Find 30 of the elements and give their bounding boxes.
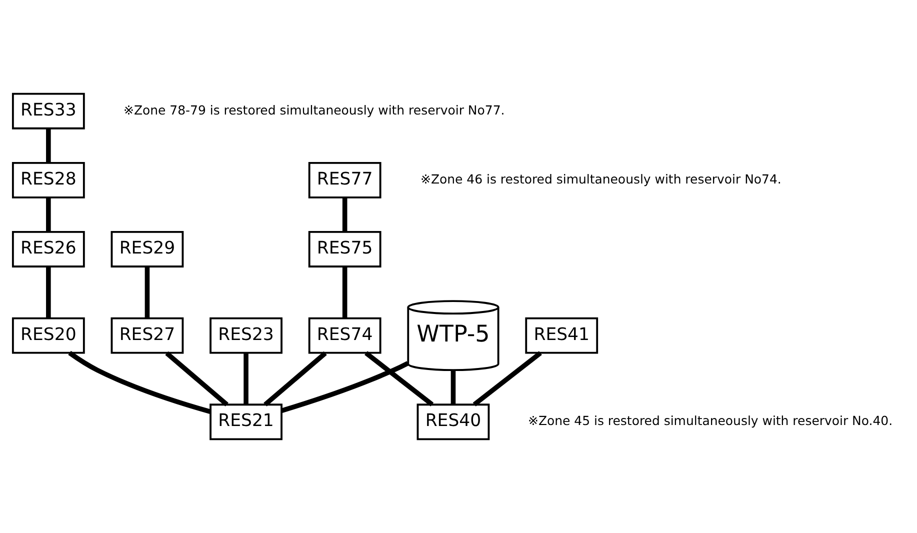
node-box: RES26 xyxy=(12,231,85,268)
node-box: RES74 xyxy=(308,317,382,354)
connector xyxy=(264,351,327,406)
node-box: RES28 xyxy=(12,162,85,198)
label: ※Zone 45 is restored simultaneously with reservoir No.40. xyxy=(528,413,893,428)
connector xyxy=(46,198,51,232)
node-box: RES27 xyxy=(110,317,184,354)
node-box: RES29 xyxy=(110,231,184,268)
connector xyxy=(342,198,348,232)
connector xyxy=(450,370,456,404)
node-box: RES20 xyxy=(12,317,85,354)
connector xyxy=(342,266,348,318)
connector xyxy=(68,350,212,414)
connector xyxy=(144,266,150,318)
connector xyxy=(280,361,409,413)
node-box: RES75 xyxy=(308,231,382,268)
label: ※Zone 46 is restored simultaneously with reservoir No74. xyxy=(420,171,782,186)
node-box: RES41 xyxy=(525,317,598,354)
node-box: RES77 xyxy=(308,162,382,198)
label: ※Zone 78-79 is restored simultaneously with reservoir No77. xyxy=(124,102,505,118)
node-box: RES33 xyxy=(12,92,85,130)
connector xyxy=(46,266,51,318)
node-box: RES23 xyxy=(210,317,282,354)
node-box: RES21 xyxy=(210,404,282,440)
connector xyxy=(244,353,248,405)
connector xyxy=(364,351,434,406)
connector xyxy=(165,351,228,406)
connector xyxy=(46,128,51,163)
connector xyxy=(472,351,542,406)
node-box: RES40 xyxy=(416,404,490,440)
